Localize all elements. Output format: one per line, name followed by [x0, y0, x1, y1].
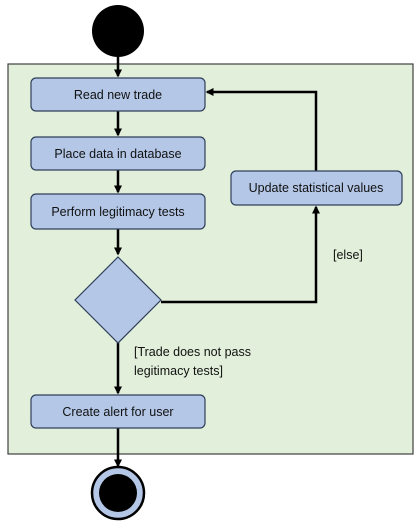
- flow-update-to-read: [205, 88, 318, 171]
- guard-else-label: [else]: [333, 248, 363, 262]
- guard-fail-label-line2: legitimacy tests]: [134, 364, 223, 378]
- action-place-data: Place data in database: [30, 136, 206, 171]
- action-create-alert-label: Create alert for user: [62, 405, 173, 419]
- action-perform-tests-label: Perform legitimacy tests: [51, 205, 184, 219]
- action-read-new-trade-label: Read new trade: [74, 88, 162, 102]
- decision-node: [74, 256, 162, 344]
- action-update-stats: Update statistical values: [230, 170, 403, 206]
- guard-fail-label-line1: [Trade does not pass: [134, 345, 251, 359]
- action-read-new-trade: Read new trade: [30, 77, 206, 112]
- final-node: [90, 465, 146, 521]
- action-perform-tests: Perform legitimacy tests: [30, 193, 206, 230]
- initial-node: [92, 5, 144, 57]
- activity-region: [7, 63, 414, 455]
- action-place-data-label: Place data in database: [54, 147, 181, 161]
- action-create-alert: Create alert for user: [30, 394, 206, 429]
- flow-decision-to-update: [161, 205, 320, 304]
- action-update-stats-label: Update statistical values: [249, 181, 384, 195]
